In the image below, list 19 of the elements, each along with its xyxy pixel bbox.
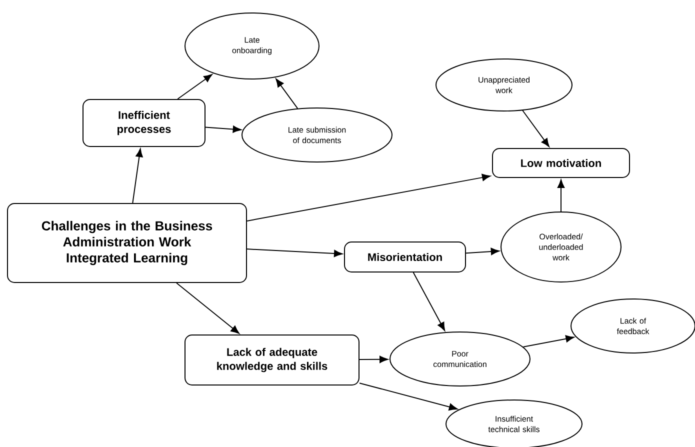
arrow — [132, 148, 143, 204]
arrow — [466, 248, 500, 256]
arrow — [522, 110, 550, 147]
arrow — [276, 78, 298, 109]
arrow — [205, 126, 242, 133]
arrow — [522, 335, 574, 348]
arrow — [177, 74, 212, 100]
arrow — [557, 179, 565, 212]
rounded-box: Inefficient processes — [82, 99, 206, 147]
rounded-box: Lack of adequate knowledge and skills — [184, 334, 360, 386]
arrow — [412, 272, 446, 331]
arrow — [359, 382, 458, 410]
rounded-box: Challenges in the Business Administration Work Integrated Learning — [7, 203, 247, 283]
arrow — [359, 356, 388, 364]
arrow — [246, 248, 343, 258]
rounded-box: Low motivation — [492, 148, 630, 178]
arrow — [246, 174, 491, 222]
rounded-box: Misorientation — [344, 242, 466, 272]
arrow — [176, 282, 240, 334]
